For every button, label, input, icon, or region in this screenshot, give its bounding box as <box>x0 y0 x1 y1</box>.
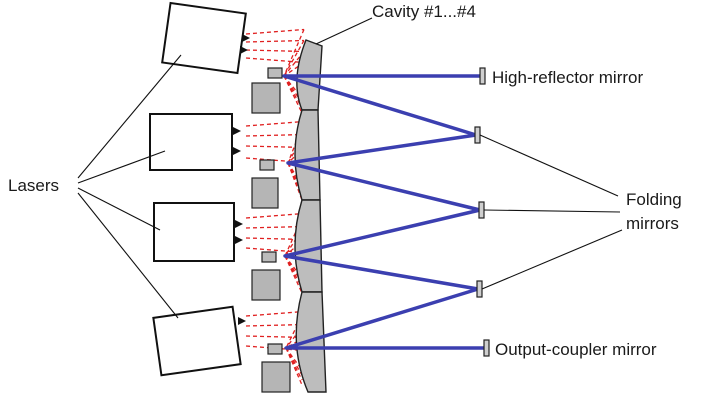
pump-ray-straight <box>245 212 305 219</box>
pump-ray-return <box>284 255 303 284</box>
pump-ray-focus <box>283 29 305 77</box>
pump-ray-return <box>287 162 303 191</box>
laser-2 <box>149 113 241 171</box>
pump-ray-straight <box>245 157 305 164</box>
folding-mirrors-label-line2: mirrors <box>626 214 679 233</box>
folding-mirror-3 <box>476 280 483 298</box>
pump-ray-straight <box>245 39 305 43</box>
pump-ray-straight <box>245 49 305 53</box>
high-reflector-label: High-reflector mirror <box>492 68 643 87</box>
pump-ray-straight <box>245 145 305 149</box>
pump-ray-straight <box>245 323 305 327</box>
pump-ray-return <box>283 75 303 104</box>
output-coupler-mirror <box>483 339 490 357</box>
lasers-label: Lasers <box>8 176 59 195</box>
high-reflector-mirror <box>479 67 486 85</box>
folding-mirrors-label-line1: Folding <box>626 190 682 209</box>
pump-ray-straight <box>245 57 305 64</box>
pump-optics <box>251 67 291 393</box>
leader-lines <box>77 17 623 319</box>
pump-ray-focus <box>285 324 305 349</box>
pump-ray-straight <box>245 120 305 127</box>
pump-ray-straight <box>245 225 305 229</box>
pump-ray-straight <box>245 237 305 241</box>
pump-ray-straight <box>245 28 305 35</box>
laser-3 <box>153 202 243 262</box>
laser-4 <box>152 305 246 377</box>
pump-ray-straight <box>245 133 305 137</box>
pump-ray-return <box>285 347 303 381</box>
folding-mirror-1 <box>474 126 481 144</box>
pump-ray-return <box>285 347 303 376</box>
folding-mirror-2 <box>478 201 485 219</box>
cavity-label: Cavity #1...#4 <box>372 2 476 21</box>
laser-1 <box>161 1 250 75</box>
pump-ray-straight <box>245 335 305 339</box>
pump-ray-straight <box>245 310 305 317</box>
pump-ray-focus <box>283 51 305 77</box>
output-coupler-label: Output-coupler mirror <box>495 340 657 359</box>
pump-ray-straight <box>245 247 305 254</box>
